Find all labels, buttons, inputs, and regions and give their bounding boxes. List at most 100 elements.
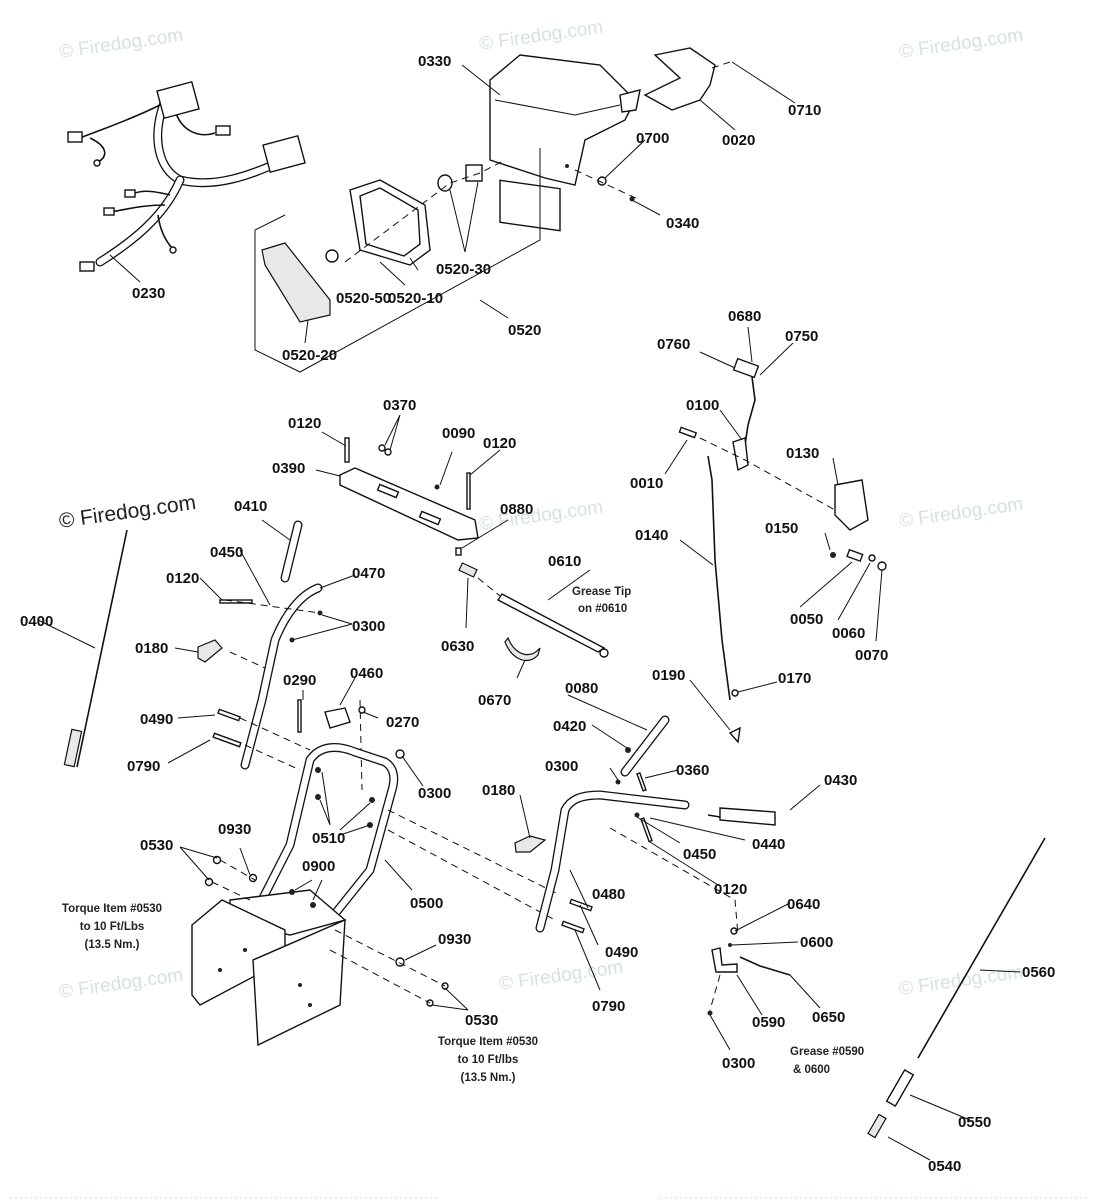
- grip-0430: [719, 807, 776, 826]
- callout-label-0600: 0600: [800, 934, 833, 951]
- callout-label-0300: 0300: [418, 785, 451, 802]
- callout-label-0010: 0010: [630, 475, 663, 492]
- callout-label-0300: 0300: [722, 1055, 755, 1072]
- boot-0550: [885, 1068, 915, 1108]
- watermark: © Firedog.com: [478, 17, 605, 55]
- watermark: © Firedog.com: [58, 965, 185, 1003]
- bracket-0460: [324, 707, 351, 729]
- callout-label-0440: 0440: [752, 836, 785, 853]
- note-torque-left: Torque Item #0530 to 10 Ft/Lbs (13.5 Nm.…: [62, 903, 162, 951]
- callout-label-0590: 0590: [752, 1014, 785, 1031]
- callout-label-0150: 0150: [765, 520, 798, 537]
- callout-label-0100: 0100: [686, 397, 719, 414]
- wiring-harness: [67, 80, 306, 272]
- callout-label-0120: 0120: [714, 881, 747, 898]
- callout-label-0360: 0360: [676, 762, 709, 779]
- callout-label-0900: 0900: [302, 858, 335, 875]
- watermark: © Firedog.com: [898, 494, 1025, 532]
- note-line: Grease #0590: [790, 1046, 864, 1058]
- callout-label-0300: 0300: [352, 618, 385, 635]
- watermark: © Firedog.com: [898, 25, 1025, 63]
- callout-label-0530: 0530: [465, 1012, 498, 1029]
- callout-label-0540: 0540: [928, 1158, 961, 1175]
- callout-label-0300: 0300: [545, 758, 578, 775]
- callout-label-0120: 0120: [288, 415, 321, 432]
- callout-label-0070: 0070: [855, 647, 888, 664]
- note-line: (13.5 Nm.): [461, 1072, 516, 1084]
- callout-labels: 0230033007100020070003400520-300520-1005…: [20, 53, 1055, 1175]
- callout-label-0230: 0230: [132, 285, 165, 302]
- callout-label-0710: 0710: [788, 102, 821, 119]
- watermark: © Firedog.com: [478, 497, 605, 535]
- note-line: to 10 Ft/Lbs: [80, 921, 145, 933]
- bulb-0520-50: [325, 249, 339, 263]
- callout-label-0650: 0650: [812, 1009, 845, 1026]
- callout-label-0390: 0390: [272, 460, 305, 477]
- callout-label-0340: 0340: [666, 215, 699, 232]
- bracket-0020: [643, 47, 716, 111]
- seal-0520-30: [437, 174, 453, 192]
- callout-label-0750: 0750: [785, 328, 818, 345]
- callout-label-0170: 0170: [778, 670, 811, 687]
- callout-label-0060: 0060: [832, 625, 865, 642]
- callout-label-0140: 0140: [635, 527, 668, 544]
- callout-label-0370: 0370: [383, 397, 416, 414]
- watermark: © Firedog.com: [58, 25, 185, 63]
- callout-label-0510: 0510: [312, 830, 345, 847]
- watermark-dark: © Firedog.com: [57, 491, 197, 533]
- callout-label-0180: 0180: [135, 640, 168, 657]
- callout-label-0120: 0120: [483, 435, 516, 452]
- clip-0180-left: [197, 639, 223, 663]
- callout-label-0080: 0080: [565, 680, 598, 697]
- headlight-lens-0520-20: [261, 242, 331, 323]
- note-line: (13.5 Nm.): [85, 939, 140, 951]
- callout-label-0930: 0930: [438, 931, 471, 948]
- callout-label-0550: 0550: [958, 1114, 991, 1131]
- cable-0560: [917, 837, 1046, 1059]
- callout-label-0020: 0020: [722, 132, 755, 149]
- lever-0590: [711, 947, 738, 973]
- end-0540: [867, 1113, 887, 1139]
- headlight-housing: [489, 54, 641, 232]
- leader-lines: [37, 61, 1021, 1161]
- spring-0630: [458, 562, 478, 578]
- note-line: on #0610: [578, 603, 627, 615]
- callout-label-0680: 0680: [728, 308, 761, 325]
- callout-label-0050: 0050: [790, 611, 823, 628]
- callout-label-0330: 0330: [418, 53, 451, 70]
- note-line: Torque Item #0530: [438, 1036, 538, 1048]
- callout-label-0410: 0410: [234, 498, 267, 515]
- note-line: to 10 Ft/lbs: [458, 1054, 519, 1066]
- callout-label-0290: 0290: [283, 672, 316, 689]
- note-torque-right: Torque Item #0530 to 10 Ft/lbs (13.5 Nm.…: [438, 1036, 538, 1084]
- callout-label-0520-10: 0520-10: [388, 290, 443, 307]
- callout-label-0490: 0490: [605, 944, 638, 961]
- watermark: © Firedog.com: [498, 957, 625, 995]
- callout-label-0700: 0700: [636, 130, 669, 147]
- socket-0520-30: [465, 164, 483, 182]
- callout-label-0450: 0450: [683, 846, 716, 863]
- callout-label-0610: 0610: [548, 553, 581, 570]
- callout-label-0640: 0640: [787, 896, 820, 913]
- callout-label-0930: 0930: [218, 821, 251, 838]
- callout-label-0790: 0790: [592, 998, 625, 1015]
- callout-label-0180: 0180: [482, 782, 515, 799]
- callout-label-0400: 0400: [20, 613, 53, 630]
- control-linkage: [678, 357, 887, 744]
- callout-label-0520: 0520: [508, 322, 541, 339]
- callout-label-0460: 0460: [350, 665, 383, 682]
- callout-label-0760: 0760: [657, 336, 690, 353]
- note-line: Grease Tip: [572, 586, 631, 598]
- callout-label-0560: 0560: [1022, 964, 1055, 981]
- callout-label-0670: 0670: [478, 692, 511, 709]
- callout-label-0420: 0420: [553, 718, 586, 735]
- clip-0670: [504, 636, 541, 662]
- cable-0400: [76, 529, 128, 768]
- note-line: Torque Item #0530: [62, 903, 162, 915]
- callout-label-0130: 0130: [786, 445, 819, 462]
- callout-label-0530: 0530: [140, 837, 173, 854]
- callout-label-0520-20: 0520-20: [282, 347, 337, 364]
- callout-label-0490: 0490: [140, 711, 173, 728]
- callout-label-0520-50: 0520-50: [336, 290, 391, 307]
